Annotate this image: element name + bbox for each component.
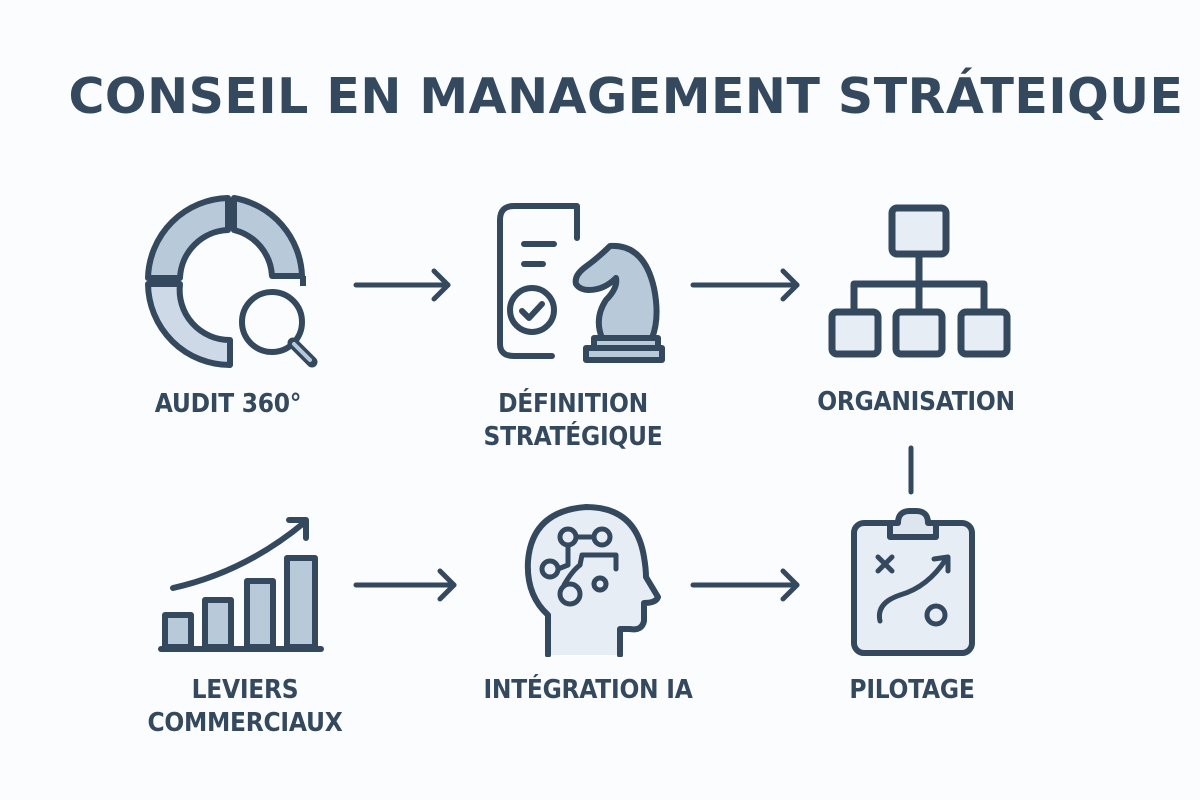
ai-head-circuit-icon	[524, 504, 661, 657]
step-label-definition: DÉFINITION STRATÉGIQUE	[483, 388, 663, 454]
org-chart-icon	[828, 204, 1011, 358]
step-label-pilotage: PILOTAGE	[822, 674, 1002, 707]
document-chess-knight-icon	[497, 203, 665, 363]
label-line: INTÉGRATION IA	[483, 675, 693, 705]
label-line: STRATÉGIQUE	[483, 422, 663, 452]
donut-chart-magnifier-icon	[145, 195, 318, 368]
label-line: DÉFINITION	[498, 389, 648, 419]
label-line: AUDIT 360°	[154, 389, 302, 419]
page-title: CONSEIL EN MANAGEMENT STRÁTEIQUE	[68, 68, 1184, 125]
growth-bar-chart-icon	[158, 517, 324, 652]
step-label-audit: AUDIT 360°	[138, 388, 318, 421]
arrow-right-icon	[353, 568, 457, 602]
connector-line	[908, 445, 914, 495]
arrow-right-icon	[690, 568, 800, 602]
strategy-clipboard-icon	[851, 508, 975, 656]
label-line: ORGANISATION	[817, 387, 1015, 417]
arrow-right-icon	[690, 268, 800, 302]
label-line: COMMERCIAUX	[147, 708, 343, 738]
step-label-organisation: ORGANISATION	[817, 386, 1015, 419]
label-line: LEVIERS	[191, 675, 299, 705]
step-label-integration: INTÉGRATION IA	[480, 674, 696, 707]
label-line: PILOTAGE	[849, 675, 975, 705]
step-label-leviers: LEVIERS COMMERCIAUX	[146, 674, 344, 740]
arrow-right-icon	[353, 268, 451, 302]
